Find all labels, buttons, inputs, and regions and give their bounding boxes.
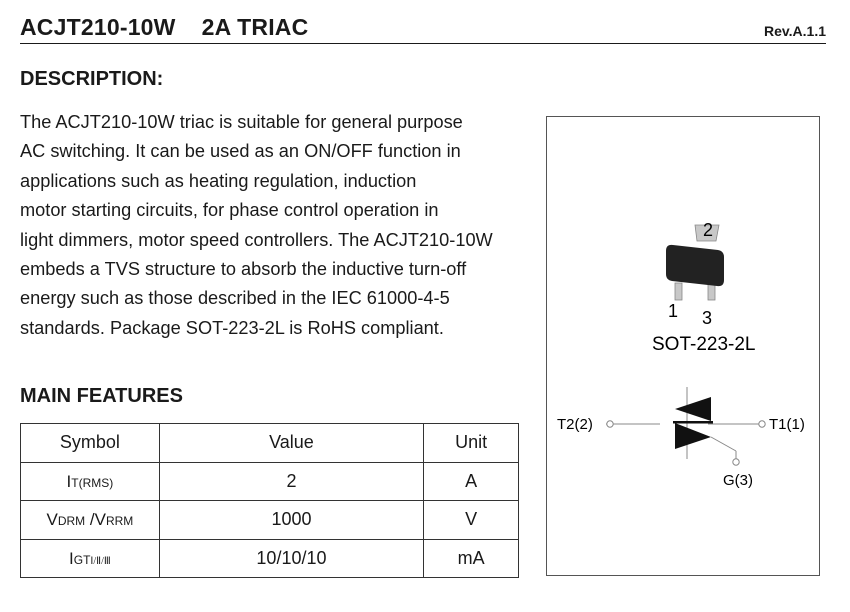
t1-terminal — [758, 420, 766, 428]
sot223-package-icon — [666, 224, 724, 301]
part-number: ACJT210-10W — [20, 14, 176, 40]
table-row: IT(RMS) 2 A — [20, 461, 519, 501]
description-line: embeds a TVS structure to absorb the ind… — [20, 259, 467, 280]
package-tab — [694, 224, 720, 242]
package-panel: 2 1 3 SOT-223-2L T2(2) T1(1) G(3) — [546, 116, 820, 576]
t2-label: T2(2) — [557, 416, 593, 433]
table-header-row: Symbol Value Unit — [20, 423, 519, 463]
header-rule — [20, 43, 826, 44]
triac-center-bar — [673, 421, 713, 424]
unit-cell: A — [423, 461, 519, 501]
table-row: VDRM /VRRM 1000 V — [20, 500, 519, 540]
symbol-cell: VDRM /VRRM — [20, 500, 160, 540]
t2-terminal — [606, 420, 614, 428]
t1-label: T1(1) — [769, 416, 805, 433]
package-name: SOT-223-2L — [652, 334, 756, 355]
package-lead-1 — [674, 282, 683, 301]
features-table: Symbol Value Unit IT(RMS) 2 A VDRM /VRRM… — [20, 423, 519, 578]
triac-symbol-icon — [606, 387, 766, 466]
description-line: applications such as heating regulation,… — [20, 170, 417, 191]
unit-cell: mA — [423, 538, 519, 578]
description-line: The ACJT210-10W triac is suitable for ge… — [20, 112, 463, 132]
description-line: standards. Package SOT-223-2L is RoHS co… — [20, 317, 444, 338]
document-title: ACJT210-10W 2A TRIAC — [20, 14, 308, 41]
description-heading: DESCRIPTION: — [20, 68, 164, 90]
column-header-symbol: Symbol — [20, 423, 160, 463]
symbol-cell: IGTⅠ/Ⅱ/Ⅲ — [20, 538, 160, 578]
table-row: IGTⅠ/Ⅱ/Ⅲ 10/10/10 mA — [20, 538, 519, 578]
description-text: The ACJT210-10W triac is suitable for ge… — [20, 108, 550, 343]
triac-lower-triangle — [675, 423, 711, 449]
description-line: AC switching. It can be used as an ON/OF… — [20, 141, 461, 162]
device-type: 2A TRIAC — [201, 14, 309, 40]
unit-cell: V — [423, 500, 519, 540]
value-cell: 2 — [158, 461, 425, 501]
gate-label: G(3) — [723, 472, 753, 489]
package-and-symbol-drawing: 2 1 3 SOT-223-2L T2(2) T1(1) G(3) — [557, 220, 805, 489]
value-cell: 10/10/10 — [158, 538, 425, 578]
symbol-cell: IT(RMS) — [20, 461, 160, 501]
pin-3-label: 3 — [702, 308, 712, 328]
pin-2-label: 2 — [703, 220, 713, 240]
description-line: motor starting circuits, for phase contr… — [20, 200, 439, 221]
gate-terminal — [732, 458, 740, 466]
column-header-value: Value — [158, 423, 425, 463]
package-body — [666, 244, 724, 287]
gate-lead-1 — [710, 436, 737, 452]
column-header-unit: Unit — [423, 423, 519, 463]
description-line: energy such as those described in the IE… — [20, 288, 450, 309]
revision-label: Rev.A.1.1 — [764, 23, 826, 39]
description-line: light dimmers, motor speed controllers. … — [20, 229, 493, 250]
features-heading: MAIN FEATURES — [20, 385, 183, 407]
value-cell: 1000 — [158, 500, 425, 540]
pin-1-label: 1 — [668, 301, 678, 321]
triac-upper-triangle — [675, 397, 711, 421]
